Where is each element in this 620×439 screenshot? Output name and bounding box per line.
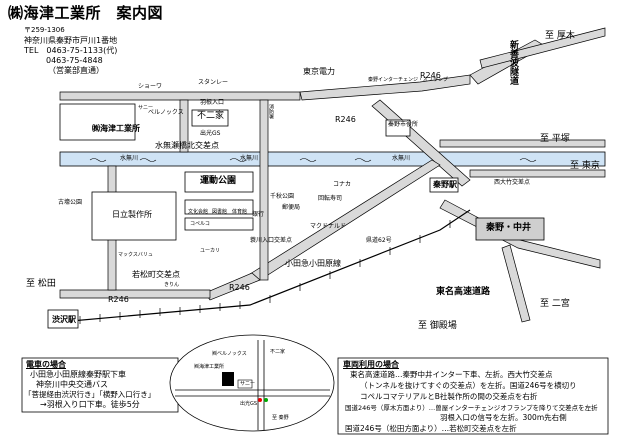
label-wakamatsu: 若松町交差点: [132, 270, 180, 279]
label-hitachi: 日立製作所: [112, 210, 152, 219]
label-r246-mid: R246: [335, 115, 356, 124]
car-line-6: 国道246号（松田方面より）…若松町交差点を左折: [345, 424, 517, 433]
train-info-panel: [21, 357, 179, 413]
river-band: [59, 151, 606, 167]
buildings: [47, 103, 459, 329]
label-kaizu: ㈱海津工業所: [92, 124, 140, 133]
label-library: 図書館: [212, 209, 228, 215]
label-idemitsu: 出光GS: [200, 130, 221, 137]
phone-sales-note: （営業部直通）: [48, 66, 104, 75]
label-to-gotemba: 至 御殿場: [418, 321, 457, 331]
label-bellnox: ベルノックス: [148, 109, 184, 116]
roads: [59, 27, 606, 323]
label-hane-entrance: 羽根入口: [200, 99, 225, 106]
label-r246-bottom1: R246: [229, 283, 250, 292]
inset-kaizu: ㈱海津工業所: [194, 364, 225, 370]
label-kaiten-sushi: 回転寿司: [318, 195, 343, 202]
label-maxvalu: マックスバリュ: [118, 252, 153, 258]
label-gym: 体育館: [232, 209, 248, 215]
address: 神奈川県秦野市戸川1番地: [24, 36, 118, 45]
page-title: ㈱海津工業所 案内図: [8, 4, 164, 22]
label-bunka: 文化会館: [188, 209, 209, 215]
label-r246-bottom2: R246: [108, 295, 129, 304]
label-yukari: ユーカリ: [200, 248, 221, 254]
label-tomei: 東名高速道路: [436, 287, 491, 297]
train-line-3: 「菩提経由渋沢行き」「横野入口行き」: [24, 390, 156, 399]
label-to-tokyo: 至 東京: [570, 161, 600, 171]
car-line-2: （トンネルを抜けてすぐの交差点）を左折。国道246号を横切り: [360, 381, 577, 390]
label-konaka: コナカ: [333, 181, 352, 188]
phone-sales: 0463-75-4848: [46, 56, 103, 65]
label-to-matsuda: 至 松田: [26, 279, 56, 289]
inset-idemitsu: 出光GS: [240, 401, 258, 407]
label-river-2: 水無川: [240, 155, 259, 162]
label-post-office: 郵便局: [282, 204, 301, 211]
label-to-atsugi: 至 厚木: [545, 31, 575, 41]
label-to-ninomiya: 至 二宮: [540, 299, 570, 309]
label-r246-top: R246: [420, 71, 441, 80]
label-fire-station: 消防署: [268, 104, 274, 119]
car-line-4: 国道246号（厚木方面より）…曽屋インターチェンジオフランプを降りて交差点を左折: [345, 404, 598, 412]
inset-to-hadano: 至 秦野: [272, 415, 289, 421]
label-river-3: 水無川: [392, 155, 411, 162]
label-onishi-junction: 西大竹交差点: [494, 179, 531, 186]
inset-fujiya: 不二家: [270, 349, 286, 355]
train-line-1: 小田急小田原線秦野駅下車: [30, 370, 126, 379]
label-sunny: サニー: [138, 105, 154, 111]
label-hadano-station: 秦野駅: [433, 180, 457, 189]
car-line-1: 東名高速道路…秦野中井インター下車、左折。西大竹交差点: [350, 370, 553, 379]
car-line-5: 羽根入口の信号を左折。300m先右側: [440, 413, 567, 422]
label-sports-park: 運動公園: [200, 176, 237, 186]
label-pref-road: 県道62号: [366, 237, 392, 244]
label-chiaki-park: 千秋公園: [270, 193, 295, 200]
train-line-4: →羽根入り口下車。徒歩5分: [40, 400, 140, 409]
railway-ties: [79, 220, 451, 324]
label-hadano-ic: 秦野インターチェンジ・オフランプ: [368, 77, 448, 83]
label-furushi-park: 古壕公園: [58, 199, 83, 206]
inset-sunny: サニー: [240, 381, 256, 387]
label-kirin: きりん: [164, 282, 180, 288]
phone-main: TEL 0463-75-1133(代): [24, 46, 118, 55]
car-info-panel: [337, 357, 609, 435]
car-line-3: コペルコマテリアルとB社製作所の間の交差点を右折: [360, 392, 538, 401]
label-mcdonalds: マクドナルド: [310, 223, 347, 230]
label-odakyu: 小田急小田原線: [285, 259, 341, 268]
hadano-nakai-box: [475, 217, 545, 241]
river-waves: [89, 158, 537, 162]
railway: [59, 209, 471, 323]
train-heading: 電車の場合: [26, 360, 66, 369]
label-kishiri: 蓑川入口交差点: [250, 237, 293, 244]
car-heading: 車両利用の場合: [343, 360, 399, 369]
label-hadano-nakai: 秦野・中井: [486, 223, 532, 233]
label-shibusawa: 渋沢駅: [52, 315, 76, 324]
inset-bellnox: ㈱ベルノックス: [212, 351, 247, 357]
label-koperuko: コペルコ: [190, 221, 210, 227]
label-tepco: 東京電力: [303, 67, 335, 76]
label-tunnel: 新善波隧道: [508, 40, 518, 85]
label-bank: 銀行: [252, 211, 265, 218]
postal-code: 〒259-1306: [24, 26, 65, 34]
train-line-2: 神奈川中央交通バス: [36, 380, 108, 389]
label-river-1: 水無川: [120, 155, 139, 162]
label-bridge-junction: 水無瀬橋北交差点: [155, 141, 219, 150]
label-stanley: スタンレー: [198, 79, 229, 86]
label-to-hiratsuka: 至 平塚: [540, 134, 570, 144]
label-city-hall: 秦野市役所: [388, 121, 419, 128]
label-fujiya: 不二家: [197, 111, 225, 121]
label-showa: ショーワ: [138, 83, 163, 90]
